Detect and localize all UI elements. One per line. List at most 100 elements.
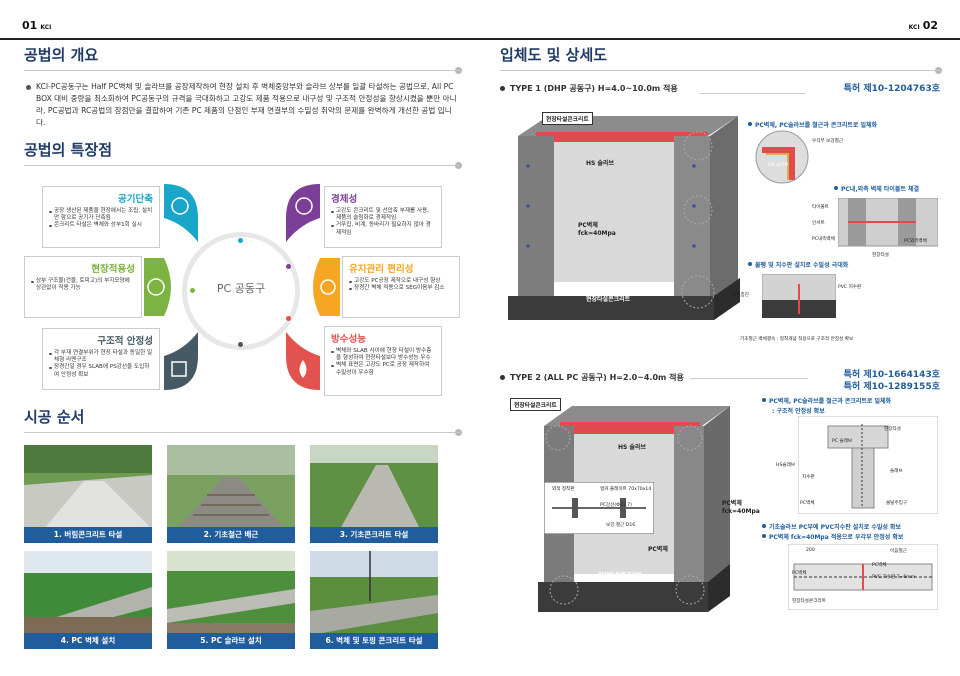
type2-tiny-pcslab: PC 슬래브 [832,439,853,444]
process-title: 시공 순서 [24,406,462,436]
wedge-cyan [164,184,198,242]
step-6: 6. 벽체 및 토핑 콘크리트 타설 [310,551,438,649]
type1-tiny-bottom-note: 기초철근 벽체결속 : 정착개념 적용으로 구조적 안정성 확보 [740,337,854,342]
type2-tiny-finish: 몰탈주입구 [886,501,908,506]
step-photo [310,445,438,529]
type2-tiny-detail4: 보강 철근 D16 [606,523,636,528]
type1-note-3: 물팽 및 지수판 설치로 수밀성 극대화 [748,260,848,269]
type1-tiny-site: 현장타설 [872,253,889,258]
type1-note-2: PC내,외측 벽체 타이볼트 체결 [834,184,919,193]
type2-tiny-foot: 현장타설콘크리트 [792,599,826,604]
type1-box-diagram [508,116,740,320]
ring-dot [238,238,243,243]
center-ring [182,232,300,350]
ring-dot [286,264,291,269]
step-1: 1. 버림콘크리트 타설 [24,445,152,543]
type1-tiny-tiebolt: 타이볼트 [812,205,829,210]
step-4: 4. PC 벽체 설치 [24,551,152,649]
type2-tiny-pcb: PC벽체 [872,563,887,568]
wedge-grey [164,332,198,390]
type2-pc-wall-label: PC벽체 [648,546,668,553]
features-diagram: PC 공동구 공기단축 공장 생산된 제품을 현장에서는 조립, 설치만 함으로… [24,176,460,398]
type1-tiny-inner: PC내측벽체 [812,237,835,242]
type2-top-label: 현장타설콘크리트 [510,398,561,411]
type2-tiny-pca: PC벽체 [792,571,807,576]
type2-tiny-hsslab: HS슬래브 [776,463,796,468]
type2-tiny-slab: 슬래브 [890,469,903,474]
type2-tiny-site: 현장타설 [884,427,901,432]
type2-note-3: PC벽체 fck=40Mpa 적용으로 우각부 안정성 확보 [762,532,903,541]
type2-tiny-detail3: PC강선(Φ12.7) [600,503,632,508]
overview-text: KCI-PC공동구는 Half PC벽체 및 슬라브를 공장제작하여 현장 설치… [24,81,460,129]
wedge-orange [313,258,340,316]
process-steps: 1. 버림콘크리트 타설 2. 기초철근 배근 3. 기초콘크리트 타설 4. … [24,445,460,649]
type1-note-1: PC벽체, PC슬라브를 철근과 콘크리트로 일체화 [748,120,877,129]
feature-card-applicability: 현장적용성 상부 구조물(건물, 토피고)의 부지모양에 상관없이 적용 가능 [24,256,142,318]
type1-tiny-rebar: 우각부 보강철근 [812,139,844,144]
type1-tiny-pvc: PVC 지수판 [838,285,862,290]
type1-tiny-insert: 인서트 [812,221,825,226]
type1-tiny-waterstop: 물팽층진 [732,293,749,298]
features-title: 공법의 특장점 [24,139,462,169]
step-photo [310,551,438,635]
type1-tiny-hs: HS 슬라브 [768,163,789,168]
type1-detail-waterstop [762,274,836,318]
step-photo [167,551,295,635]
step-photo [24,551,152,635]
type2-wall-label: PC벽체 [722,500,742,507]
step-photo [24,445,152,529]
ring-dot [190,288,195,293]
type2-tiny-detail2: 앵커 플레이트 70x70x14 [600,487,652,492]
type1-detail-tiebolt [838,198,938,247]
type1-slab-label: HS 슬라브 [586,160,614,167]
wedge-green [144,258,171,316]
overview-title: 공법의 개요 [24,44,462,74]
details-title: 입체도 및 상세도 [500,44,942,74]
ring-dot [286,316,291,321]
type2-note-2: 기초슬라브 PC부에 PVC지수판 설치로 수밀성 확보 [762,522,901,531]
type1-patent: 특허 제10-1204763호 [843,84,940,94]
type2-tiny-joint: 지수판 [802,475,815,480]
right-column: 입체도 및 상세도 TYPE 1 (DHP 공동구) H=4.0~10.0m 적… [500,44,942,612]
type1-bottom-label: 현장타설콘크리트 [586,296,631,303]
type2-box-diagram [538,406,730,612]
type2-slab-label: HS 슬라브 [618,444,646,451]
type2-patent-1: 특허 제10-1664143호 [843,370,940,380]
type2-rule [690,378,808,379]
type1-detail-corner [755,130,809,184]
feature-card-economy: 경제성 고강도 콘크리트 및 선압축 부재를 사용, 제품의 슬림화로 경제적임… [324,186,442,248]
type1-top-label: 현장타설콘크리트 [542,112,593,125]
type1-rule [700,93,805,94]
wedge-purple [286,184,320,242]
feature-card-schedule: 공기단축 공장 생산된 제품을 현장에서는 조립, 설치만 함으로 공기가 단축… [42,186,160,248]
type1-wall-label: PC벽체 [578,222,598,229]
type2-tiny-pvc: PVC 지수판 T=6mm [872,575,916,580]
type2-bottom-label: 현장타설콘크리트 [598,572,643,579]
ring-dot [238,342,243,347]
left-column: 공법의 개요 KCI-PC공동구는 Half PC벽체 및 슬라브를 공장제작하… [24,44,462,649]
step-5: 5. PC 슬라브 설치 [167,551,295,649]
feature-card-waterproof: 방수성능 벽체와 SLAB 사이에 현장 타설이 방수층을 형성하여 현장타설보… [324,326,442,396]
step-3: 3. 기초콘크리트 타설 [310,445,438,543]
type2-tiny-dim: 200 [806,548,815,553]
step-2: 2. 기초철근 배근 [167,445,295,543]
wedge-red [286,332,320,390]
type2-note-1b: : 구조적 안정성 확보 [772,408,825,415]
type2-tiny-pcwall: PC벽체 [800,501,815,506]
type2-patent-2: 특허 제10-1289155호 [843,382,940,392]
type2-tiny-detail1: 외적 정착판 [552,487,575,492]
type1-heading: TYPE 1 (DHP 공동구) H=4.0~10.0m 적용 [500,83,940,94]
type2-tiny-jointrebar: 이음철근 [890,549,907,554]
type2-wall-spec: fck=40Mpa [722,508,760,515]
type1-wall-spec: fck=40Mpa [578,230,616,237]
type2-note-1: PC벽체, PC슬라브를 철근과 콘크리트로 일체화 [762,396,891,405]
type1-tiny-outer: PC외측벽체 [904,239,927,244]
type2-detail-anchor [544,482,654,534]
center-label: PC 공동구 [216,282,266,295]
type2-heading: TYPE 2 (ALL PC 공동구) H=2.0~4.0m 적용 [500,372,760,383]
